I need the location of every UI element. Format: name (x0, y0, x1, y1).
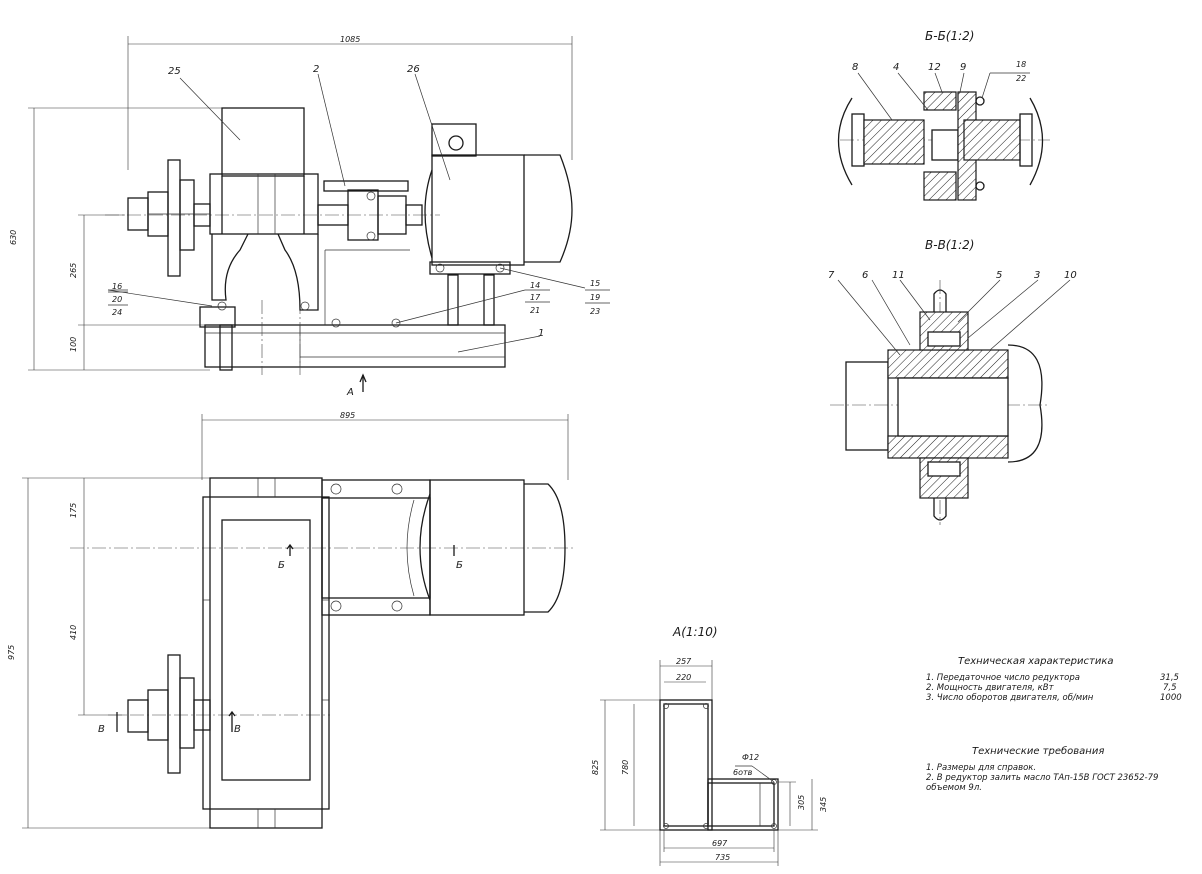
motor-body (431, 154, 525, 266)
label-23: 23 (590, 307, 600, 316)
technical-requirements: Технические требования 1. Размеры для сп… (926, 745, 1158, 793)
label-15: 15 (590, 279, 600, 288)
sprocket-left (167, 159, 181, 277)
dim-895: 895 (340, 411, 355, 420)
section-bb: Б-Б(1:2) 8 4 12 9 18 22 (837, 29, 1050, 201)
dim-735: 735 (715, 853, 730, 862)
label-17: 17 (530, 293, 541, 302)
dim-697: 697 (712, 839, 728, 848)
label-25: 25 (168, 66, 181, 77)
gearbox-top (221, 107, 305, 177)
dim-410: 410 (69, 625, 78, 640)
mark-v1: В (98, 724, 105, 735)
arrow-a: А (346, 387, 354, 398)
plan-view: 895 975 175 410 (7, 411, 575, 829)
hole-count: 6отв (733, 768, 753, 777)
dim-630: 630 (9, 230, 18, 245)
hole-dia: Ф12 (742, 753, 759, 762)
label-19: 19 (590, 293, 600, 302)
spec-row-3: 3. Число оборотов двигателя, об/мин (926, 693, 1094, 703)
label-12: 12 (928, 62, 941, 73)
spec-row-1: 1. Передаточное число редуктора (926, 673, 1080, 683)
dim-265: 265 (69, 263, 78, 278)
dim-975: 975 (7, 645, 16, 660)
dim-1085: 1085 (340, 35, 360, 44)
side-view: 1085 630 265 100 (9, 35, 610, 398)
label-14: 14 (530, 281, 540, 290)
label-24: 24 (112, 308, 122, 317)
spec-value-2: 7,5 (1163, 683, 1177, 693)
mark-v2: В (234, 724, 241, 735)
label-10: 10 (1064, 270, 1077, 281)
label-11: 11 (892, 270, 905, 281)
specs-title: Техническая характеристика (958, 656, 1114, 667)
label-9: 9 (960, 62, 966, 73)
label-1: 1 (538, 328, 544, 339)
frame-tall (659, 699, 713, 831)
dim-305: 305 (797, 795, 806, 810)
label-6: 6 (862, 270, 868, 281)
label-7: 7 (828, 270, 835, 281)
label-21: 21 (530, 306, 540, 315)
dim-175: 175 (69, 503, 78, 518)
section-vv-title: В-В(1:2) (925, 238, 974, 252)
label-16: 16 (112, 282, 122, 291)
label-8: 8 (852, 62, 858, 73)
view-a: А(1:10) 257 220 825 780 305 345 697 (591, 625, 828, 866)
dim-825: 825 (591, 760, 600, 775)
label-5: 5 (996, 270, 1002, 281)
base-frame (204, 324, 506, 368)
mark-b2: Б (456, 560, 463, 571)
technical-specs: Техническая характеристика 1. Передаточн… (926, 656, 1182, 703)
label-3: 3 (1034, 270, 1040, 281)
spec-row-2: 2. Мощность двигателя, кВт (926, 683, 1055, 693)
dim-345: 345 (819, 797, 828, 812)
frame-low (707, 778, 779, 831)
spec-value-3: 1000 (1160, 693, 1182, 703)
label-4: 4 (893, 62, 899, 73)
requirement-3: объемом 9л. (926, 783, 982, 793)
gearbox-plan (209, 477, 323, 829)
dim-220: 220 (676, 673, 691, 682)
spec-value-1: 31,5 (1160, 673, 1179, 683)
dim-257: 257 (676, 657, 692, 666)
requirement-2: 2. В редуктор залить масло ТАп-15В ГОСТ … (926, 773, 1158, 783)
dim-780: 780 (621, 760, 630, 775)
section-bb-title: Б-Б(1:2) (925, 29, 974, 43)
label-20: 20 (112, 295, 122, 304)
motor-plan (429, 479, 525, 616)
label-18: 18 (1016, 60, 1026, 69)
label-26: 26 (407, 64, 420, 75)
view-a-title: А(1:10) (672, 625, 718, 639)
sprocket-plan (167, 654, 181, 774)
gearbox-body (209, 173, 319, 235)
dim-100: 100 (69, 337, 78, 352)
label-2: 2 (313, 64, 319, 75)
section-vv: В-В(1:2) 7 6 11 5 3 10 (828, 238, 1077, 525)
requirements-title: Технические требования (972, 745, 1104, 757)
label-22: 22 (1016, 74, 1026, 83)
mark-b1: Б (278, 560, 285, 571)
requirement-1: 1. Размеры для справок. (926, 763, 1036, 773)
